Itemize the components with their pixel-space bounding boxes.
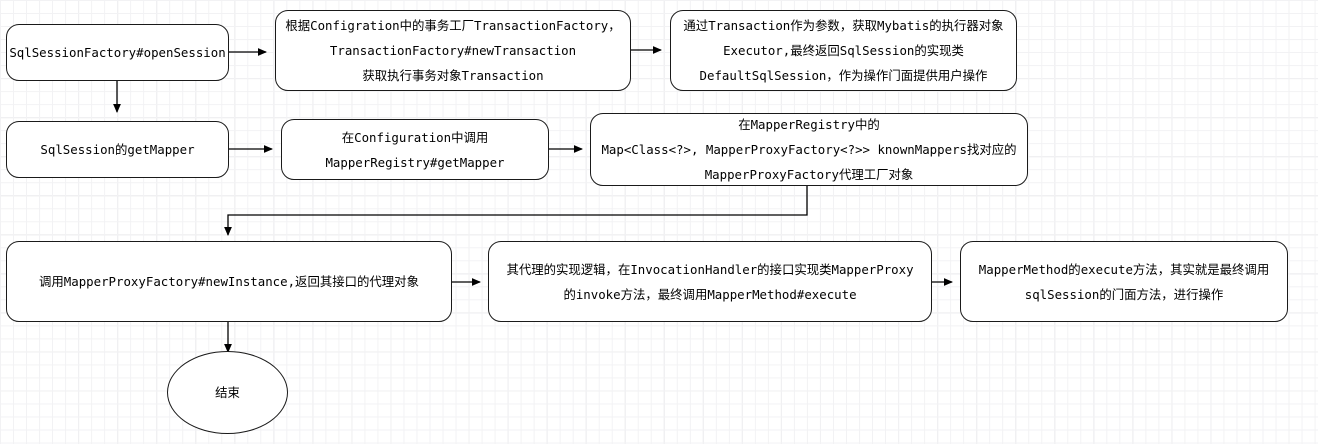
node-transactionfactory-newtransaction[interactable]: 根据Configration中的事务工厂TransactionFactory， … xyxy=(275,10,631,91)
node-label: 通过Transaction作为参数，获取Mybatis的执行器对象 Execut… xyxy=(683,18,1004,83)
node-label: 根据Configration中的事务工厂TransactionFactory， … xyxy=(285,18,621,83)
node-label: 其代理的实现逻辑，在InvocationHandler的接口实现类MapperP… xyxy=(506,261,914,302)
node-label: SqlSessionFactory#openSession xyxy=(9,45,226,60)
node-sqlsessionfactory-opensession[interactable]: SqlSessionFactory#openSession xyxy=(6,24,229,81)
node-mappermethod-execute[interactable]: MapperMethod的execute方法，其实就是最终调用 sqlSessi… xyxy=(960,241,1288,322)
node-sqlsession-getmapper[interactable]: SqlSession的getMapper xyxy=(6,121,229,178)
node-label: MapperMethod的execute方法，其实就是最终调用 sqlSessi… xyxy=(978,261,1270,302)
node-configuration-mapperregistry-getmapper[interactable]: 在Configuration中调用 MapperRegistry#getMapp… xyxy=(281,119,549,180)
edge-n6-n7 xyxy=(224,186,808,236)
node-mapperregistry-knownmappers[interactable]: 在MapperRegistry中的 Map<Class<?>, MapperPr… xyxy=(590,113,1028,186)
node-mapperproxy-invoke[interactable]: 其代理的实现逻辑，在InvocationHandler的接口实现类MapperP… xyxy=(488,241,932,322)
node-label: SqlSession的getMapper xyxy=(40,142,195,157)
node-mapperproxyfactory-newinstance[interactable]: 调用MapperProxyFactory#newInstance,返回其接口的代… xyxy=(6,241,452,322)
node-label: 在MapperRegistry中的 Map<Class<?>, MapperPr… xyxy=(601,117,1017,182)
node-label: 调用MapperProxyFactory#newInstance,返回其接口的代… xyxy=(39,274,419,289)
node-label: 结束 xyxy=(215,385,240,400)
node-label: 在Configuration中调用 MapperRegistry#getMapp… xyxy=(325,129,505,170)
node-end-terminator[interactable]: 结束 xyxy=(167,351,288,434)
node-defaultsqlsession[interactable]: 通过Transaction作为参数，获取Mybatis的执行器对象 Execut… xyxy=(670,10,1017,91)
